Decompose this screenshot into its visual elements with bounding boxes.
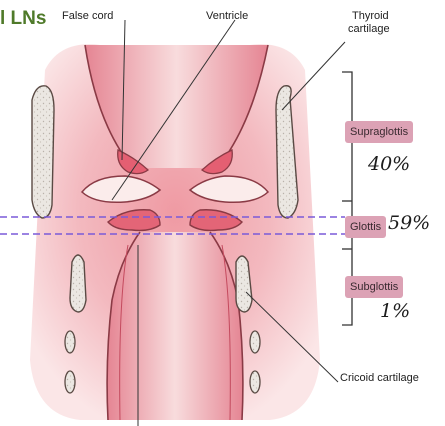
label-glottis: Glottis	[345, 216, 386, 238]
subglottis-percentage: 1%	[380, 300, 410, 322]
label-thyroid-line2: cartilage	[348, 23, 390, 35]
label-subglottis: Subglottis	[345, 276, 403, 298]
section-heading: l LNs	[0, 8, 46, 30]
cricoid-cartilage-left	[70, 255, 86, 312]
tracheal-ring-left-1	[65, 331, 75, 353]
supraglottis-percentage: 40%	[368, 153, 410, 175]
subglottic-lumen	[107, 232, 243, 420]
label-ventricle: Ventricle	[206, 10, 248, 22]
tracheal-ring-right-2	[250, 371, 260, 393]
label-supraglottis: Supraglottis	[345, 121, 413, 143]
tracheal-ring-left-2	[65, 371, 75, 393]
label-cricoid-cartilage: Cricoid cartilage	[340, 372, 419, 384]
label-thyroid-line1: Thyroid	[352, 10, 389, 22]
glottis-percentage: 59%	[388, 212, 430, 234]
tracheal-ring-right-1	[250, 331, 260, 353]
label-false-cord: False cord	[62, 10, 113, 22]
thyroid-cartilage-left	[32, 86, 54, 218]
lower-airway	[107, 232, 243, 420]
